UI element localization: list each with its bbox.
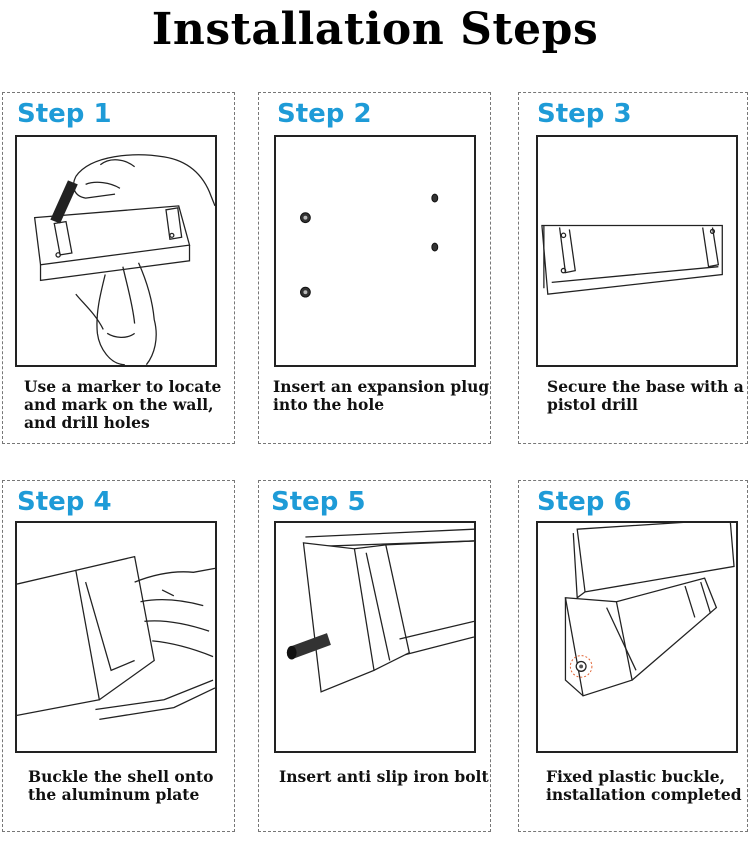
buckle-shell-image	[17, 555, 215, 720]
step-2-label: Step 2	[277, 99, 372, 129]
step-4-label: Step 4	[17, 487, 112, 517]
step-3-caption: Secure the base with a pistol drill	[547, 377, 744, 414]
step-3-label: Step 3	[537, 99, 632, 129]
step-1-label: Step 1	[17, 99, 112, 129]
wall-plugs-image	[300, 193, 439, 298]
step-4-caption: Buckle the shell onto the aluminum plate	[28, 767, 214, 804]
installed-armrest-image	[564, 523, 735, 697]
step-6-illustration	[536, 521, 738, 753]
step-1-illustration	[15, 135, 217, 367]
step-3-illustration	[536, 135, 738, 367]
step-2-caption: Insert an expansion plug into the hole	[273, 377, 490, 414]
step-6-caption: Fixed plastic buckle, installation compl…	[546, 767, 742, 804]
page-title: Installation Steps	[151, 4, 599, 55]
step-6-label: Step 6	[537, 487, 632, 517]
marking-hands-image	[33, 154, 215, 365]
step-5-caption: Insert anti slip iron bolt	[279, 767, 489, 786]
bolt-insert-image	[286, 528, 474, 693]
mounted-base-image	[541, 224, 723, 295]
step-5-illustration	[274, 521, 476, 753]
step-1-caption: Use a marker to locate and mark on the w…	[24, 377, 222, 432]
step-5-label: Step 5	[271, 487, 366, 517]
step-2-illustration	[274, 135, 476, 367]
step-4-illustration	[15, 521, 217, 753]
